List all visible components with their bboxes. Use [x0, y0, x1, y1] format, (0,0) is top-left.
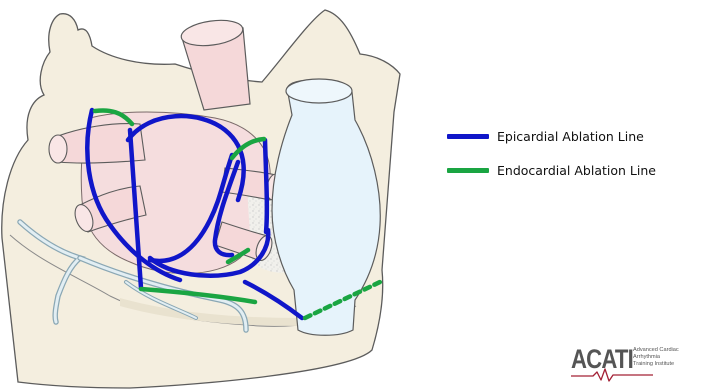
legend-item-endocardial: Endocardial Ablation Line [447, 158, 707, 182]
epicardial-swatch [447, 134, 489, 139]
legend-label-epicardial: Epicardial Ablation Line [497, 129, 644, 144]
legend: Epicardial Ablation Line Endocardial Abl… [447, 124, 707, 192]
vena-cava-opening [286, 79, 352, 103]
endocardial-swatch [447, 168, 489, 173]
acati-logo: ACATI Advanced Cardiac Arrhythmia Traini… [571, 344, 707, 384]
logo-subtitle-line: Advanced Cardiac [633, 347, 705, 354]
logo-subtitle-line: Arrhythmia [633, 354, 705, 361]
ecg-wave-icon [571, 368, 653, 382]
legend-label-endocardial: Endocardial Ablation Line [497, 163, 656, 178]
logo-subtitle: Advanced Cardiac Arrhythmia Training Ins… [633, 347, 705, 368]
legend-item-epicardial: Epicardial Ablation Line [447, 124, 707, 148]
logo-subtitle-line: Training Institute [633, 361, 705, 368]
pulmonary-vein-upper-left-opening [49, 135, 67, 163]
epicardial-line-right-vertical [265, 140, 267, 232]
